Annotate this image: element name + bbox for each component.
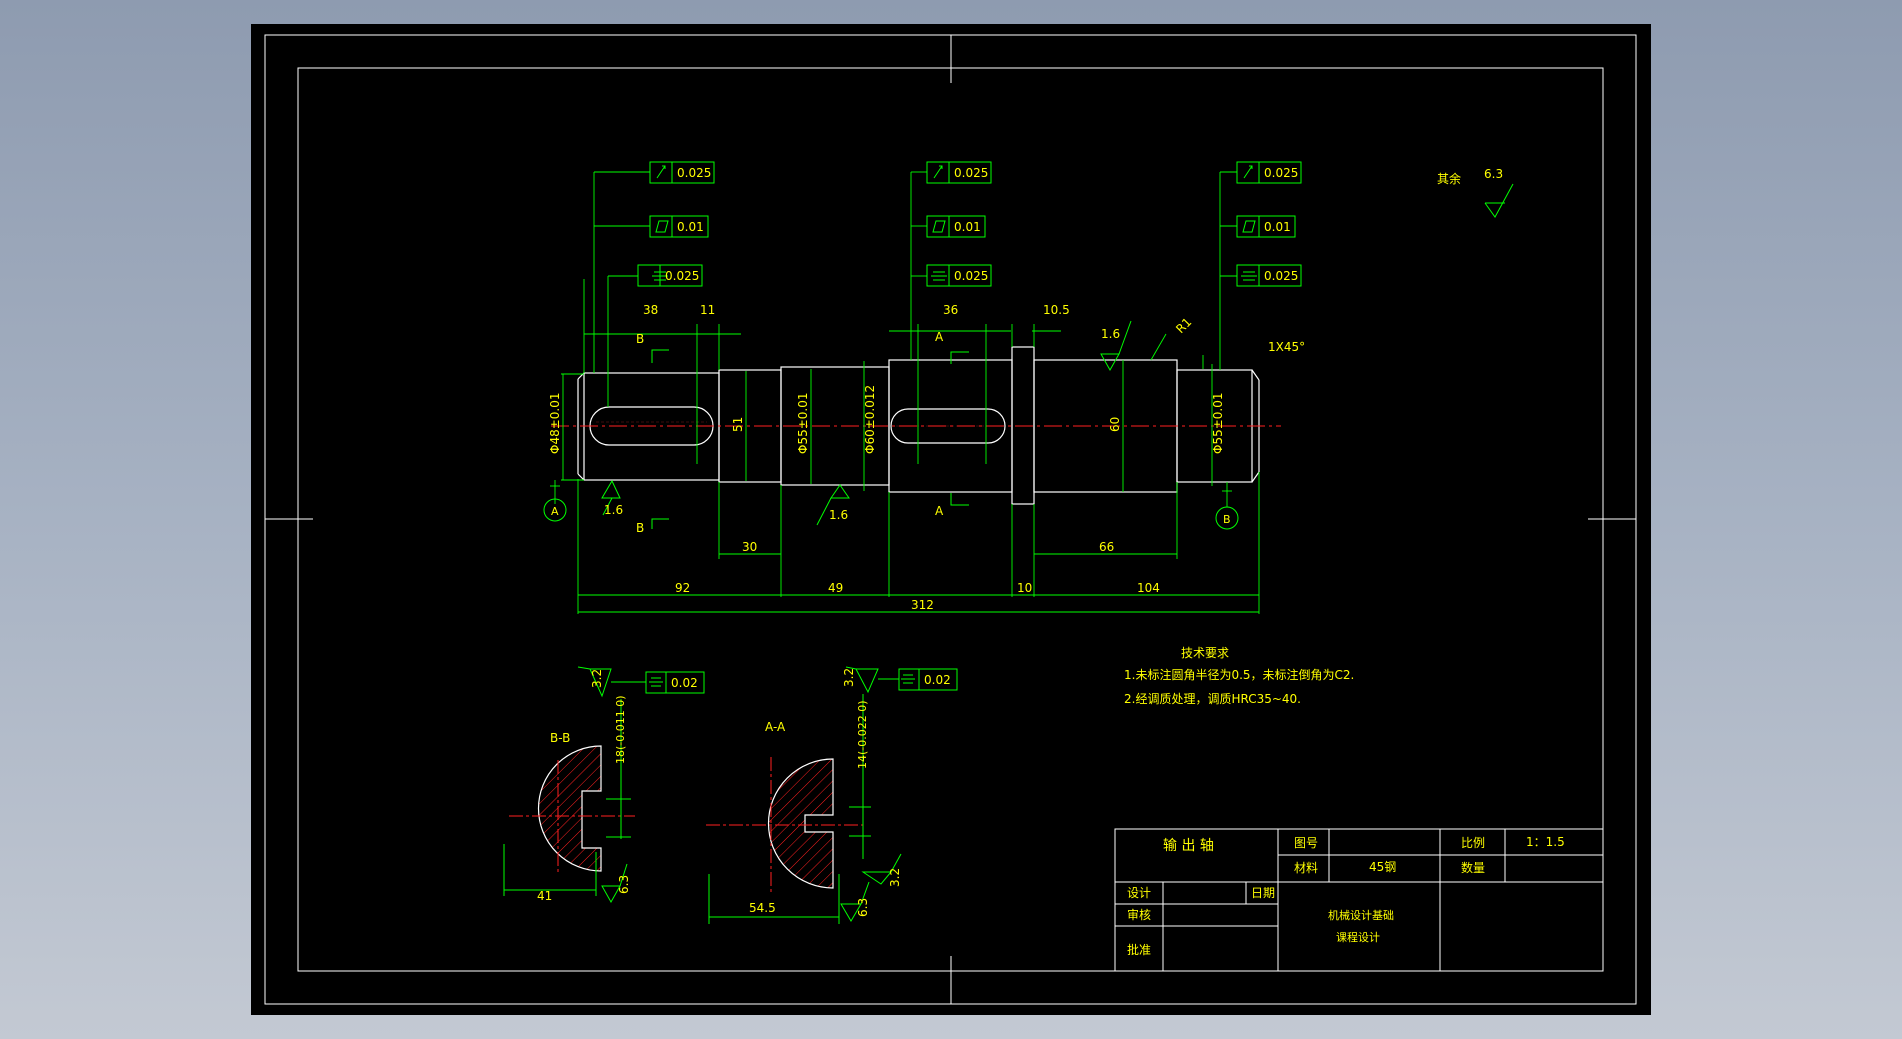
roughness-marks: [601, 183, 1514, 526]
tolerance-leaders: [550, 171, 1237, 507]
datum-a-label: A: [551, 505, 559, 518]
bb-roughness-bottom: 6.3: [617, 875, 631, 894]
aa-sym-value: 0.02: [924, 673, 951, 687]
tol-left-runout: 0.025: [677, 166, 711, 180]
notes-line2: 2.经调质处理，调质HRC35~40.: [1124, 692, 1301, 706]
tol-mid-runout: 0.025: [954, 166, 988, 180]
title-block: [1114, 828, 1604, 972]
aa-width: 54.5: [749, 901, 776, 915]
tolerance-values: 0.025 0.01 0.025 0.025 0.01 0.025 0.025 …: [665, 166, 1298, 283]
dimension-values: 38 11 36 10.5 R1 1X45° 51 60 Φ48±0.01 Φ5…: [548, 303, 1305, 612]
dim-66: 66: [1099, 540, 1114, 554]
notes-line1: 1.未标注圆角半径为0.5，未标注倒角为C2.: [1124, 667, 1354, 682]
section-marks: [543, 349, 1239, 530]
dim-10: 10: [1017, 581, 1032, 595]
shaft-drawing: 0.025 0.01 0.025 0.025 0.01 0.025 0.025 …: [264, 34, 1637, 1005]
dim-49: 49: [828, 581, 843, 595]
roughness-1: 1.6: [604, 503, 623, 517]
dim-11: 11: [700, 303, 715, 317]
tol-mid-sym: 0.025: [954, 269, 988, 283]
dim-phi48: Φ48±0.01: [548, 393, 562, 455]
dim-phi55b: Φ55±0.01: [1211, 393, 1225, 455]
tb-quantity-label: 数量: [1461, 860, 1485, 875]
dim-10-5: 10.5: [1043, 303, 1070, 317]
tb-drawing-no-label: 图号: [1294, 836, 1318, 850]
aa-roughness-right: 3.2: [888, 868, 902, 887]
title-block-text: 输 出 轴 图号 材料 45钢 比例 1：1.5 数量 设计 审核 日期 批准 …: [1127, 835, 1565, 957]
bb-roughness-side: 3.2: [590, 669, 604, 688]
bb-depth: 18(-0.011 0): [614, 695, 627, 764]
dim-104: 104: [1137, 581, 1160, 595]
section-aa-view: [706, 757, 863, 894]
tol-mid-cyl: 0.01: [954, 220, 981, 234]
view-aa-title: A-A: [765, 720, 786, 734]
dim-phi60: Φ60±0.012: [863, 385, 877, 454]
notes-title: 技术要求: [1181, 646, 1229, 660]
section-a-top: A: [935, 330, 944, 344]
dim-phi55a: Φ55±0.01: [796, 393, 810, 455]
dim-38: 38: [643, 303, 658, 317]
dimension-lines: [561, 279, 1260, 614]
section-aa-text: A-A 0.02 3.2 3.2 6.3 14(-0.022 0) 54.5: [749, 668, 951, 917]
tol-left-cyl: 0.01: [677, 220, 704, 234]
aa-roughness-bottom: 6.3: [856, 898, 870, 917]
tb-part-name: 输 出 轴: [1163, 838, 1214, 854]
datum-b-label: B: [1223, 513, 1231, 526]
section-b-top: B: [636, 332, 644, 346]
section-a-bottom: A: [935, 504, 944, 518]
tb-designer-label: 设计: [1127, 886, 1151, 900]
bb-width: 41: [537, 889, 552, 903]
bb-sym-value: 0.02: [671, 676, 698, 690]
dim-312: 312: [911, 598, 934, 612]
dim-51: 51: [731, 417, 745, 432]
tb-scale-label: 比例: [1461, 836, 1485, 850]
view-bb-title: B-B: [550, 731, 570, 745]
tb-material-label: 材料: [1294, 861, 1318, 875]
technical-requirements: 技术要求 1.未标注圆角半径为0.5，未标注倒角为C2. 2.经调质处理，调质H…: [1124, 646, 1354, 706]
dim-30: 30: [742, 540, 757, 554]
dim-60: 60: [1108, 417, 1122, 432]
tb-date-label: 日期: [1251, 886, 1275, 900]
aa-roughness-side: 3.2: [842, 668, 856, 687]
roughness-rest-value: 6.3: [1484, 167, 1503, 181]
section-aa-dims: [708, 666, 958, 924]
section-bb-dims: [503, 666, 705, 904]
roughness-rest-label: 其余: [1437, 171, 1461, 186]
tb-approve-label: 批准: [1127, 942, 1151, 957]
tb-course-line2: 课程设计: [1336, 931, 1380, 944]
tolerance-frames: [637, 161, 1302, 287]
tol-right-cyl: 0.01: [1264, 220, 1291, 234]
sheet-border: [264, 34, 1637, 1005]
tb-scale-value: 1：1.5: [1526, 835, 1565, 849]
section-bb-text: B-B 0.02 3.2 6.3 18(-0.011 0) 41: [537, 669, 698, 903]
section-b-bottom: B: [636, 521, 644, 535]
tol-left-sym: 0.025: [665, 269, 699, 283]
tb-material-value: 45钢: [1369, 860, 1396, 874]
tolerance-symbols: [652, 165, 1257, 281]
cad-drawing-sheet: 0.025 0.01 0.025 0.025 0.01 0.025 0.025 …: [251, 24, 1651, 1015]
tb-checker-label: 审核: [1127, 907, 1151, 922]
dim-36: 36: [943, 303, 958, 317]
tb-course-line1: 机械设计基础: [1328, 908, 1394, 922]
roughness-3: 1.6: [1101, 327, 1120, 341]
dim-r1: R1: [1173, 315, 1194, 336]
roughness-values: 其余 6.3 1.6 1.6 1.6: [604, 167, 1503, 522]
tol-right-runout: 0.025: [1264, 166, 1298, 180]
section-labels: B B A A A B: [551, 330, 1231, 535]
tol-right-sym: 0.025: [1264, 269, 1298, 283]
dim-92: 92: [675, 581, 690, 595]
roughness-2: 1.6: [829, 508, 848, 522]
aa-depth: 14(-0.022 0): [856, 700, 869, 769]
dim-chamfer: 1X45°: [1268, 340, 1305, 354]
section-bb-view: [509, 745, 635, 874]
